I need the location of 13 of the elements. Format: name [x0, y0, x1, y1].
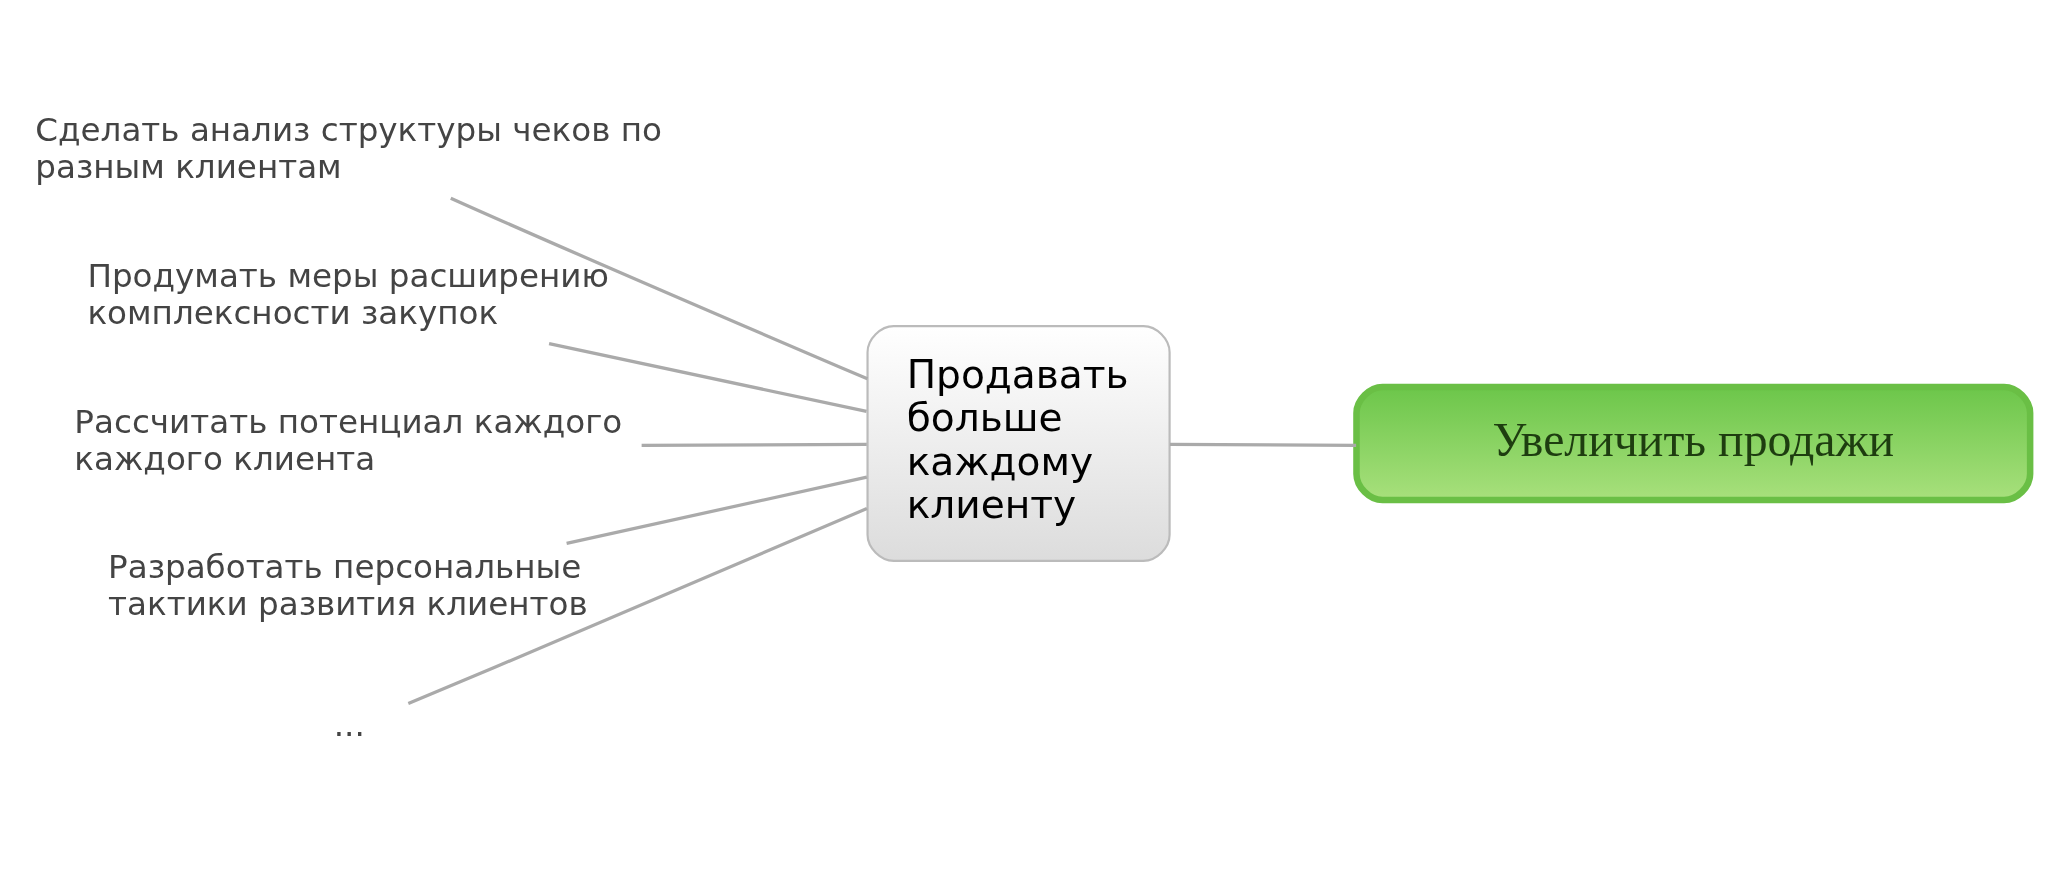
node-text: ...: [333, 705, 365, 744]
node-box: Увеличить продажи: [1353, 383, 2034, 504]
node-text: Разработать персональные тактики развития клиентов: [108, 548, 588, 624]
connector: [407, 507, 868, 706]
connector: [548, 342, 867, 413]
node-text: Рассчитать потенциал каждого каждого клиента: [74, 402, 623, 478]
node-text: Продумать меры расширению комплексности закупок: [87, 257, 609, 332]
node-box: Продавать больше каждому клиенту: [866, 325, 1171, 562]
connector: [566, 475, 868, 545]
node-text: Сделать анализ структуры чеков по разным клиентам: [35, 111, 663, 187]
connector: [641, 442, 867, 447]
connector: [1169, 442, 1357, 447]
connector: [450, 196, 869, 381]
